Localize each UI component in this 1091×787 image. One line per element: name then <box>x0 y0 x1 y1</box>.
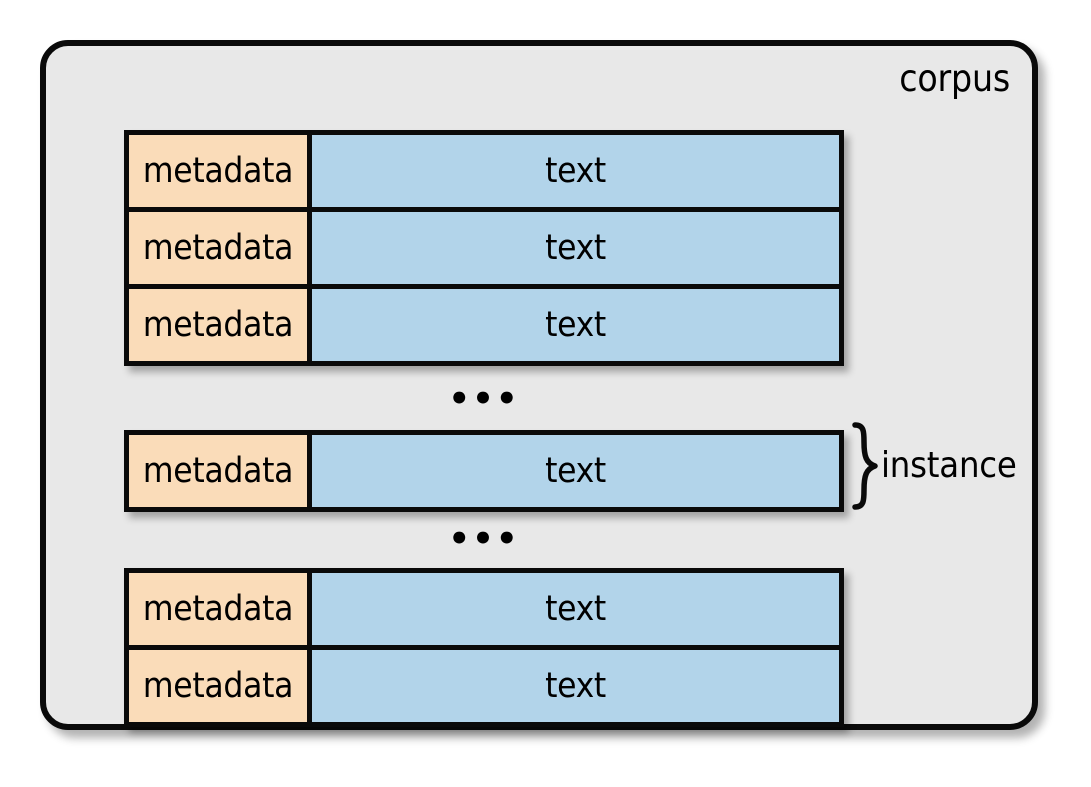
instance-label: instance <box>881 445 1017 486</box>
metadata-cell: metadata <box>129 212 312 284</box>
table-row: metadata text <box>129 435 839 507</box>
text-cell: text <box>312 212 839 284</box>
corpus-container: corpus metadata text metadata text metad… <box>40 40 1038 730</box>
ellipsis-separator-bottom: ••• <box>448 519 520 559</box>
instance-group-bottom: metadata text metadata text <box>124 568 844 727</box>
metadata-cell: metadata <box>129 573 312 645</box>
text-cell: text <box>312 573 839 645</box>
table-row: metadata text <box>129 573 839 645</box>
metadata-cell: metadata <box>129 650 312 722</box>
text-cell: text <box>312 289 839 361</box>
table-row: metadata text <box>129 207 839 284</box>
instance-annotation: instance <box>852 422 1017 510</box>
metadata-cell: metadata <box>129 435 312 507</box>
text-cell: text <box>312 135 839 207</box>
corpus-label: corpus <box>899 57 1010 100</box>
instance-group-middle: metadata text <box>124 430 844 512</box>
text-cell: text <box>312 435 839 507</box>
text-cell: text <box>312 650 839 722</box>
ellipsis-separator-top: ••• <box>448 379 520 419</box>
instance-group-top: metadata text metadata text metadata tex… <box>124 130 844 366</box>
metadata-cell: metadata <box>129 135 312 207</box>
table-row: metadata text <box>129 135 839 207</box>
curly-brace-right-icon <box>852 422 878 510</box>
table-row: metadata text <box>129 284 839 361</box>
table-row: metadata text <box>129 645 839 722</box>
metadata-cell: metadata <box>129 289 312 361</box>
